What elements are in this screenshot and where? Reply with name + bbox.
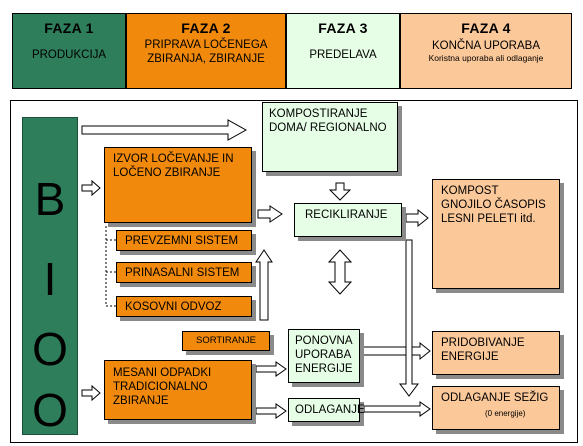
box-kosovni: KOSOVNI ODVOZ: [116, 296, 252, 317]
box-sortiranje: SORTIRANJE: [182, 331, 270, 351]
box-pridobivanje-label: PRIDOBIVANJE ENERGIJE: [441, 337, 525, 363]
box-prinasalni-label: PRINASALNI SISTEM: [125, 267, 240, 279]
box-sortiranje-label: SORTIRANJE: [195, 335, 256, 346]
phase-2: FAZA 2 PRIPRAVA LOČENEGA ZBIRANJA, ZBIRA…: [126, 13, 286, 89]
bioo-letter-i: I: [43, 253, 57, 305]
phase-4-title: FAZA 4: [461, 20, 511, 36]
arrow-kompost-down: [328, 182, 352, 201]
box-ponovna: PONOVNA UPORABA ENERGIJE: [288, 329, 360, 383]
bioo-letter-b: B: [34, 173, 66, 225]
box-mesani: MESANI ODPADKI TRADICIONALNO ZBIRANJE: [104, 360, 252, 420]
arrow-mesani-to-odlaganje: [255, 403, 287, 419]
phase-4-subtitle: KONČNA UPORABA: [432, 40, 540, 52]
arrow-recikliranje-to-kompost: [405, 208, 429, 228]
box-kompostiranje: KOMPOSTIRANJE DOMA/ REGIONALNO: [262, 102, 398, 172]
arrow-mesani-to-ponovna: [255, 361, 287, 377]
box-kompostiranje-label: KOMPOSTIRANJE DOMA/ REGIONALNO: [269, 108, 387, 134]
phase-3-subtitle: PREDELAVA: [309, 49, 377, 61]
phase-1-title: FAZA 1: [44, 20, 94, 36]
arrow-bioo-to-izvor: [81, 179, 101, 197]
box-izvor-label: IZVOR LOČEVANJE IN LOČENO ZBIRANJE: [113, 153, 234, 179]
box-kompost-output: KOMPOST GNOJILO ČASOPIS LESNI PELETI itd…: [432, 179, 560, 289]
box-recikliranje-label: RECIKLIRANJE: [305, 209, 388, 221]
arrow-right-down: [399, 239, 419, 397]
phase-4-note: Koristna uporaba ali odlaganje: [428, 53, 544, 63]
phase-2-subtitle: PRIPRAVA LOČENEGA ZBIRANJA, ZBIRANJE: [144, 39, 268, 65]
phase-1: FAZA 1 PRODUKCIJA: [12, 13, 126, 89]
arrow-bioo-to-mesani: [81, 384, 101, 402]
box-prevzemni-label: PREVZEMNI SISTEM: [125, 235, 239, 247]
box-kompost-output-label: KOMPOST GNOJILO ČASOPIS LESNI PELETI itd…: [441, 185, 546, 225]
arrow-odlaganje-to-sezig: [363, 401, 431, 417]
box-prinasalni: PRINASALNI SISTEM: [116, 262, 252, 283]
phase-3: FAZA 3 PREDELAVA: [286, 13, 400, 89]
arrow-bioo-to-kompostiranje: [81, 119, 248, 141]
box-pridobivanje: PRIDOBIVANJE ENERGIJE: [432, 331, 560, 375]
bioo-letter-o1: O: [32, 323, 68, 375]
bioo-column: B I O O: [22, 117, 78, 435]
arrow-sort-up: [255, 249, 273, 321]
arrow-ponovna-to-energija: [357, 341, 431, 361]
arrow-izvor-to-recikliranje: [257, 205, 283, 223]
box-odlaganje-sezig-note: (0 energije): [485, 409, 526, 418]
box-odlaganje-sezig-label: ODLAGANJE SEŽIG: [441, 392, 549, 404]
box-odlaganje-label: ODLAGANJE: [295, 404, 365, 416]
box-odlaganje: ODLAGANJE: [288, 398, 365, 422]
box-mesani-label: MESANI ODPADKI TRADICIONALNO ZBIRANJE: [113, 367, 212, 407]
bioo-letter-o2: O: [32, 384, 68, 436]
phase-1-subtitle: PRODUKCIJA: [31, 49, 107, 61]
box-ponovna-label: PONOVNA UPORABA ENERGIJE: [295, 335, 353, 375]
diagram-frame: [10, 100, 578, 443]
phase-4: FAZA 4 KONČNA UPORABA Koristna uporaba a…: [400, 13, 572, 89]
phase-3-title: FAZA 3: [318, 20, 368, 36]
box-odlaganje-sezig: ODLAGANJE SEŽIG (0 energije): [432, 386, 560, 430]
box-prevzemni: PREVZEMNI SISTEM: [116, 230, 252, 251]
box-kosovni-label: KOSOVNI ODVOZ: [125, 301, 222, 313]
box-izvor: IZVOR LOČEVANJE IN LOČENO ZBIRANJE: [104, 147, 252, 223]
box-recikliranje: RECIKLIRANJE: [294, 203, 402, 237]
phase-2-title: FAZA 2: [181, 20, 231, 36]
arrow-recikliranje-ponovna: [327, 249, 353, 295]
